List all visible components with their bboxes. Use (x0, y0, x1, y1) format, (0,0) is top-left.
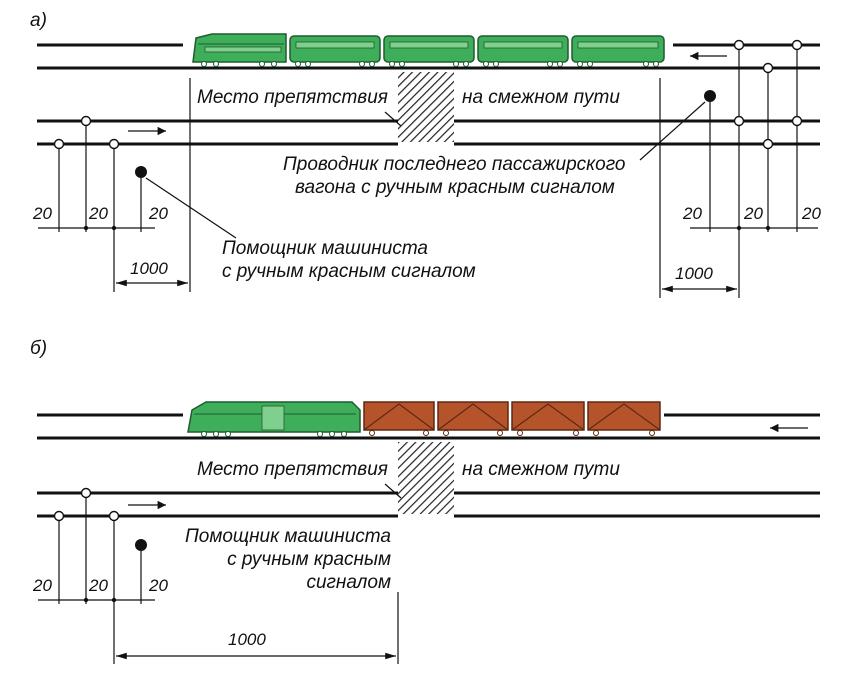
panel-a-caption: а) (30, 10, 47, 31)
freight-car-3 (511, 401, 585, 436)
panel-b-assistant-label-3: сигналом (306, 572, 391, 593)
panel-a-dim-right-3: 20 (801, 204, 821, 223)
freight-car-2 (437, 401, 509, 436)
panel-b-obstacle-zone (398, 442, 454, 514)
panel-a-dim-left-2: 20 (88, 204, 108, 223)
panel-a-assistant-label-2: с ручным красным сигналом (222, 261, 476, 282)
panel-a-obstacle-label: Место препятствия (197, 87, 388, 108)
panel-b-assistant-label-1: Помощник машиниста (185, 526, 391, 547)
passenger-car-2 (383, 35, 475, 67)
panel-b-dim-left-1: 20 (32, 576, 52, 595)
panel-a-dist-left: 1000 (130, 259, 168, 278)
panel-a-dim-right-2: 20 (743, 204, 763, 223)
panel-a-assistant-marker (135, 166, 147, 178)
passenger-car-1 (289, 35, 381, 67)
freight-car-1 (363, 401, 435, 436)
passenger-car-3 (477, 35, 569, 67)
panel-a-conductor-label-1: Проводник последнего пассажирского (283, 154, 625, 175)
panel-a-obstacle-zone (398, 72, 454, 142)
locomotive (187, 401, 361, 437)
panel-a-passenger-train (192, 33, 665, 67)
panel-a-conductor-marker (704, 90, 716, 102)
panel-a-assistant-leader (145, 177, 237, 239)
panel-a-dim-right-1: 20 (682, 204, 702, 223)
panel-b-adjacent-label: на смежном пути (462, 459, 620, 480)
panel-b-freight-train (187, 401, 661, 437)
panel-a-right-signals (659, 39, 803, 298)
panel-a-tracks (37, 43, 820, 146)
panel-a-obstacle-leader (384, 111, 402, 127)
panel-a-dim-left-3: 20 (148, 204, 168, 223)
panel-a-adjacent-label: на смежном пути (462, 87, 620, 108)
panel-b-dist: 1000 (228, 630, 266, 649)
panel-b-assistant-label-2: с ручным красным (227, 549, 391, 570)
panel-a-right-dimensions: 20 20 20 1000 (662, 204, 821, 293)
panel-b: б) (30, 338, 820, 664)
panel-a-conductor-leader (639, 101, 706, 161)
panel-a-left-signals (53, 78, 191, 292)
panel-b-dim-left-3: 20 (148, 576, 168, 595)
panel-a-left-dimensions: 20 20 20 1000 (32, 204, 188, 287)
panel-a-conductor-label-2: вагона с ручным красным сигналом (295, 177, 615, 198)
panel-b-dim-left-2: 20 (88, 576, 108, 595)
panel-a: а) (30, 10, 821, 298)
freight-car-4 (587, 401, 661, 436)
panel-b-tracks (37, 413, 820, 518)
panel-a-dim-left-1: 20 (32, 204, 52, 223)
panel-b-caption: б) (30, 338, 47, 359)
panel-b-obstacle-leader (384, 483, 402, 499)
locomotive (192, 33, 287, 67)
panel-a-dist-right: 1000 (675, 264, 713, 283)
panel-b-assistant-marker (135, 539, 147, 551)
panel-b-obstacle-label: Место препятствия (197, 459, 388, 480)
panel-b-dimensions: 20 20 20 1000 (32, 576, 396, 660)
passenger-car-4 (571, 35, 665, 67)
panel-b-left-signals (53, 487, 399, 664)
panel-a-assistant-label-1: Помощник машиниста (222, 238, 428, 259)
